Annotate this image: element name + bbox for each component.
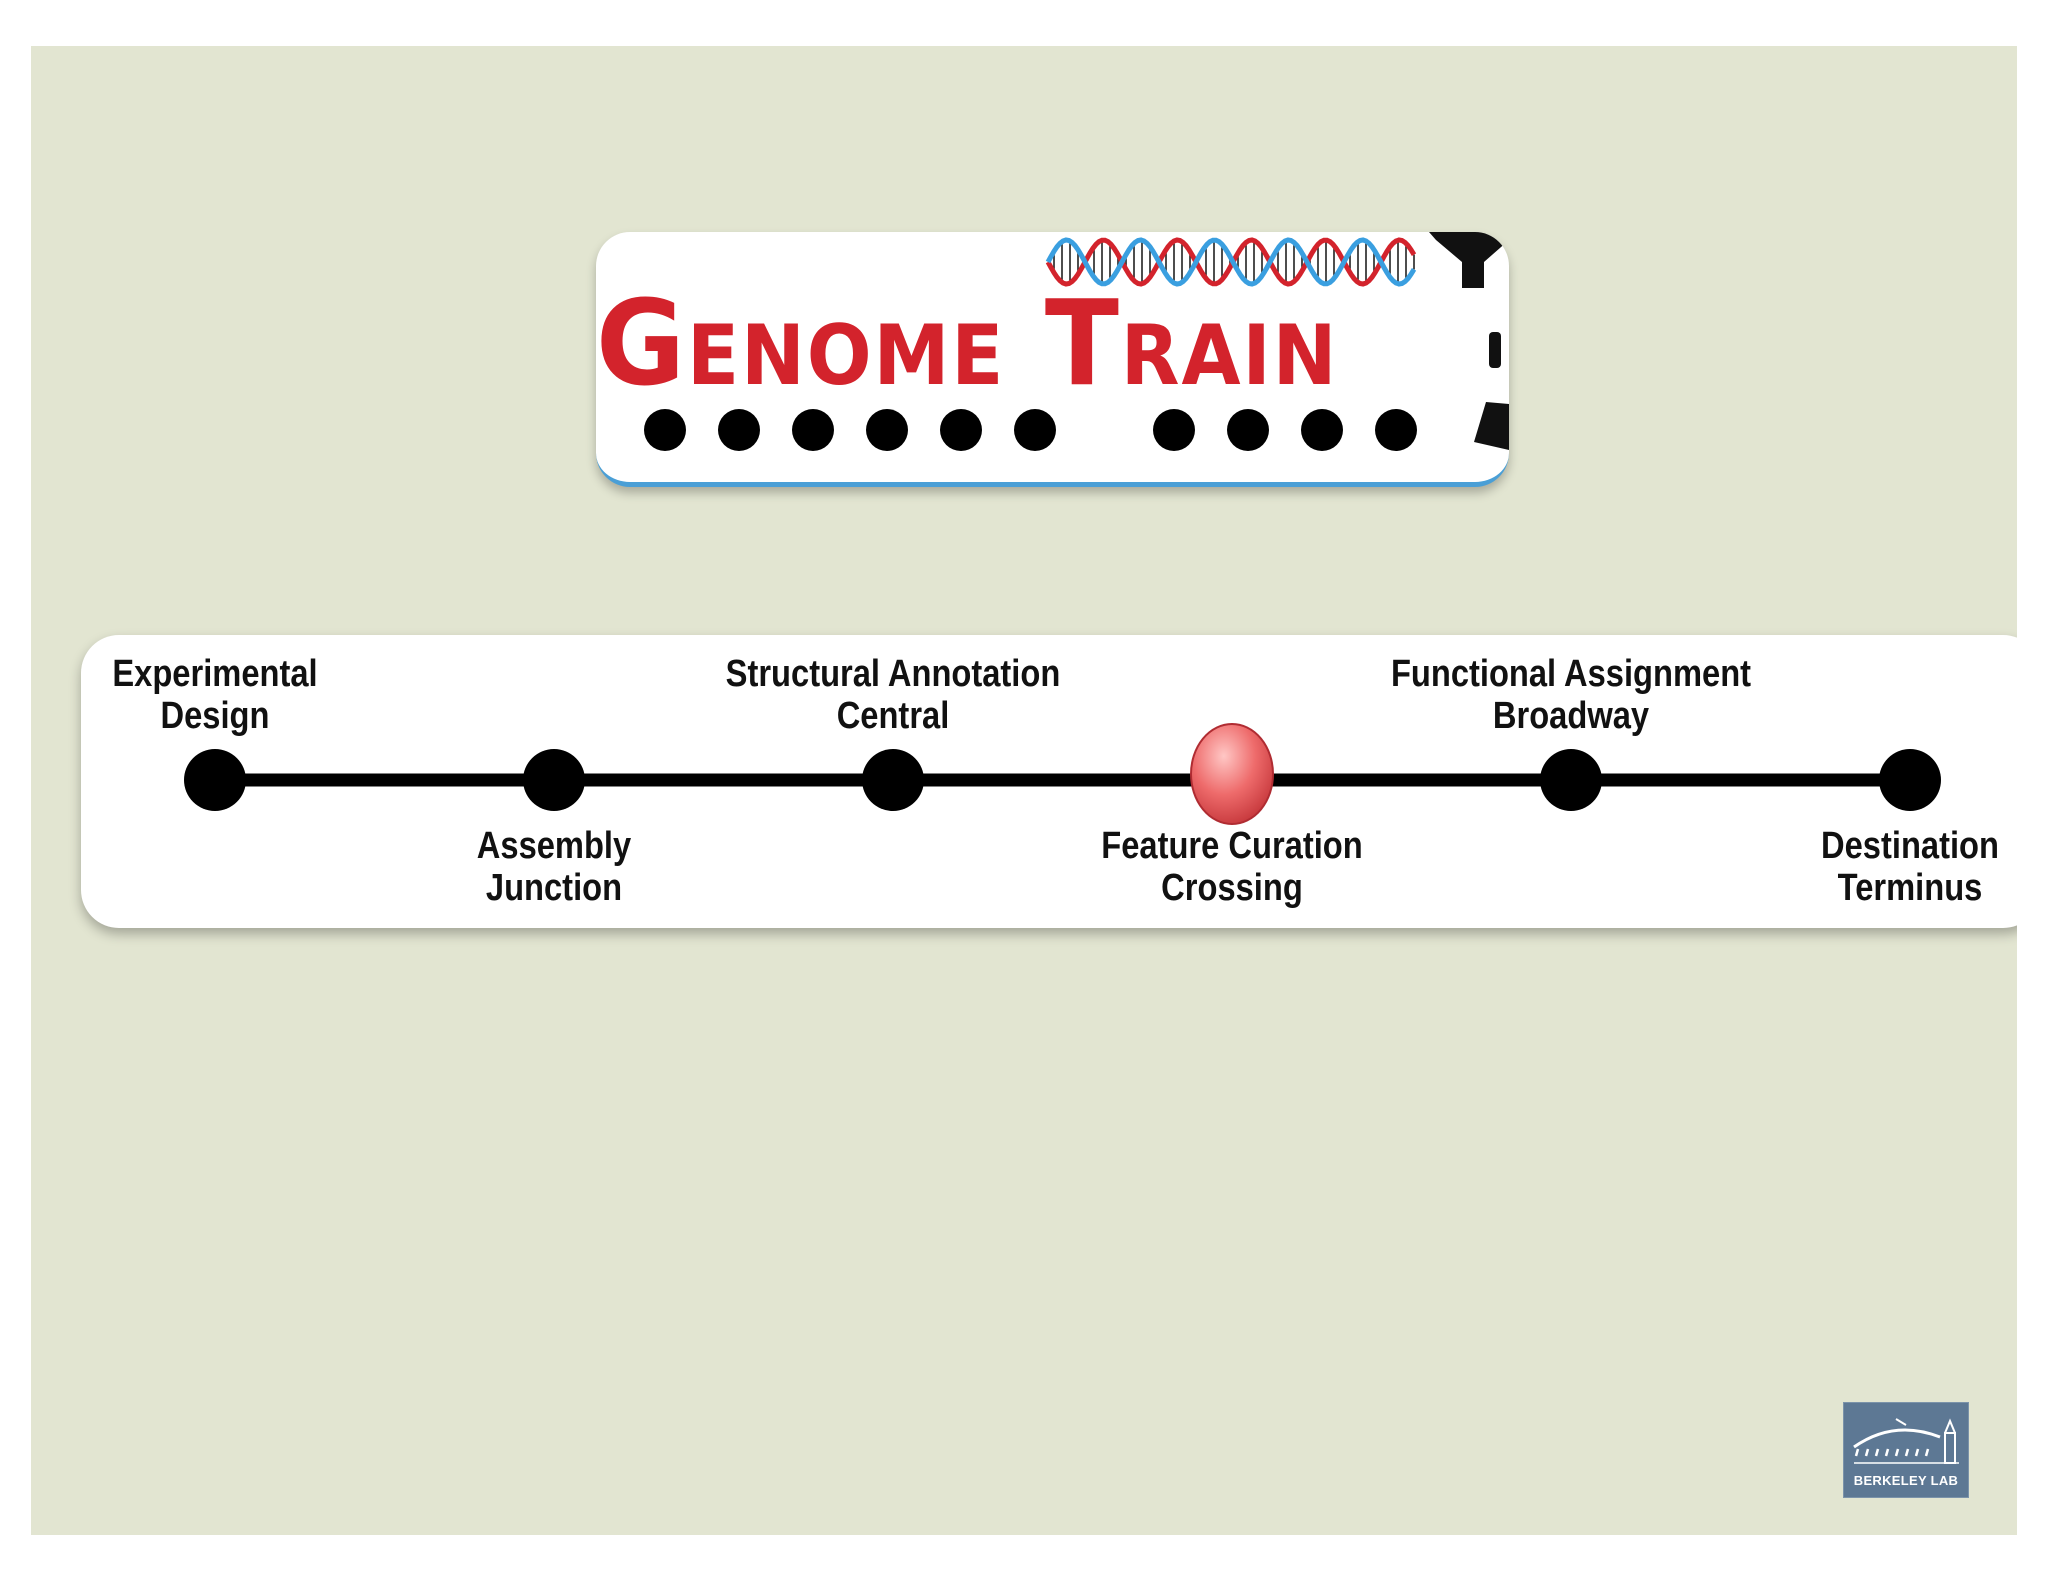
cowcatcher-icon (1474, 402, 1509, 450)
route-stops (184, 723, 1941, 825)
wheel-icon (866, 409, 908, 451)
wheel-icon (1301, 409, 1343, 451)
wheel-icon (792, 409, 834, 451)
stop-label-line: Broadway (1492, 695, 1650, 737)
wheel-icon (940, 409, 982, 451)
stop-label-line: Functional Assignment (1390, 653, 1752, 695)
wheel-icon (1227, 409, 1269, 451)
stop-label-line: Structural Annotation (725, 653, 1061, 695)
stop-marker[interactable] (862, 749, 924, 811)
stop-label-line: Destination (1821, 825, 1999, 867)
berkeley-lab-text: BERKELEY LAB (1853, 1473, 1959, 1488)
wheel-icon (644, 409, 686, 451)
route-line-graphic (184, 723, 1941, 825)
genome-train-logo: Genome Train (596, 232, 1509, 487)
stop-label-line: Central (836, 695, 950, 737)
logo-title: Genome Train (596, 284, 1338, 402)
dna-strand-red (1045, 237, 1417, 287)
wheel-icon (718, 409, 760, 451)
stop-label-line: Feature Curation (1101, 825, 1363, 867)
stop-label-line: Experimental (112, 653, 318, 695)
dna-strand-blue (1045, 237, 1417, 287)
wheel-icon (1153, 409, 1195, 451)
smokestack-icon (1429, 232, 1509, 288)
stop-label-line: Assembly (476, 825, 632, 867)
berkeley-lab-logo: BERKELEY LAB (1843, 1402, 1969, 1498)
wheel-icon (1375, 409, 1417, 451)
stop-marker[interactable] (523, 749, 585, 811)
headlamp-icon (1489, 332, 1501, 368)
berkeley-lab-dome-icon (1853, 1418, 1959, 1464)
stop-label-line: Crossing (1161, 867, 1303, 909)
wheel-icon (1014, 409, 1056, 451)
dna-helix (1045, 237, 1417, 287)
current-stop-marker[interactable] (1190, 723, 1274, 825)
train-wheels (644, 409, 1417, 451)
stop-label-line: Design (160, 695, 270, 737)
stop-marker[interactable] (184, 749, 246, 811)
stop-label-line: Junction (485, 867, 623, 909)
stop-label-line: Terminus (1837, 867, 1983, 909)
stop-marker[interactable] (1540, 749, 1602, 811)
dna-helix-graphic (644, 232, 1509, 451)
stop-marker[interactable] (1879, 749, 1941, 811)
logo-title-text: Genome Train (596, 274, 1339, 412)
